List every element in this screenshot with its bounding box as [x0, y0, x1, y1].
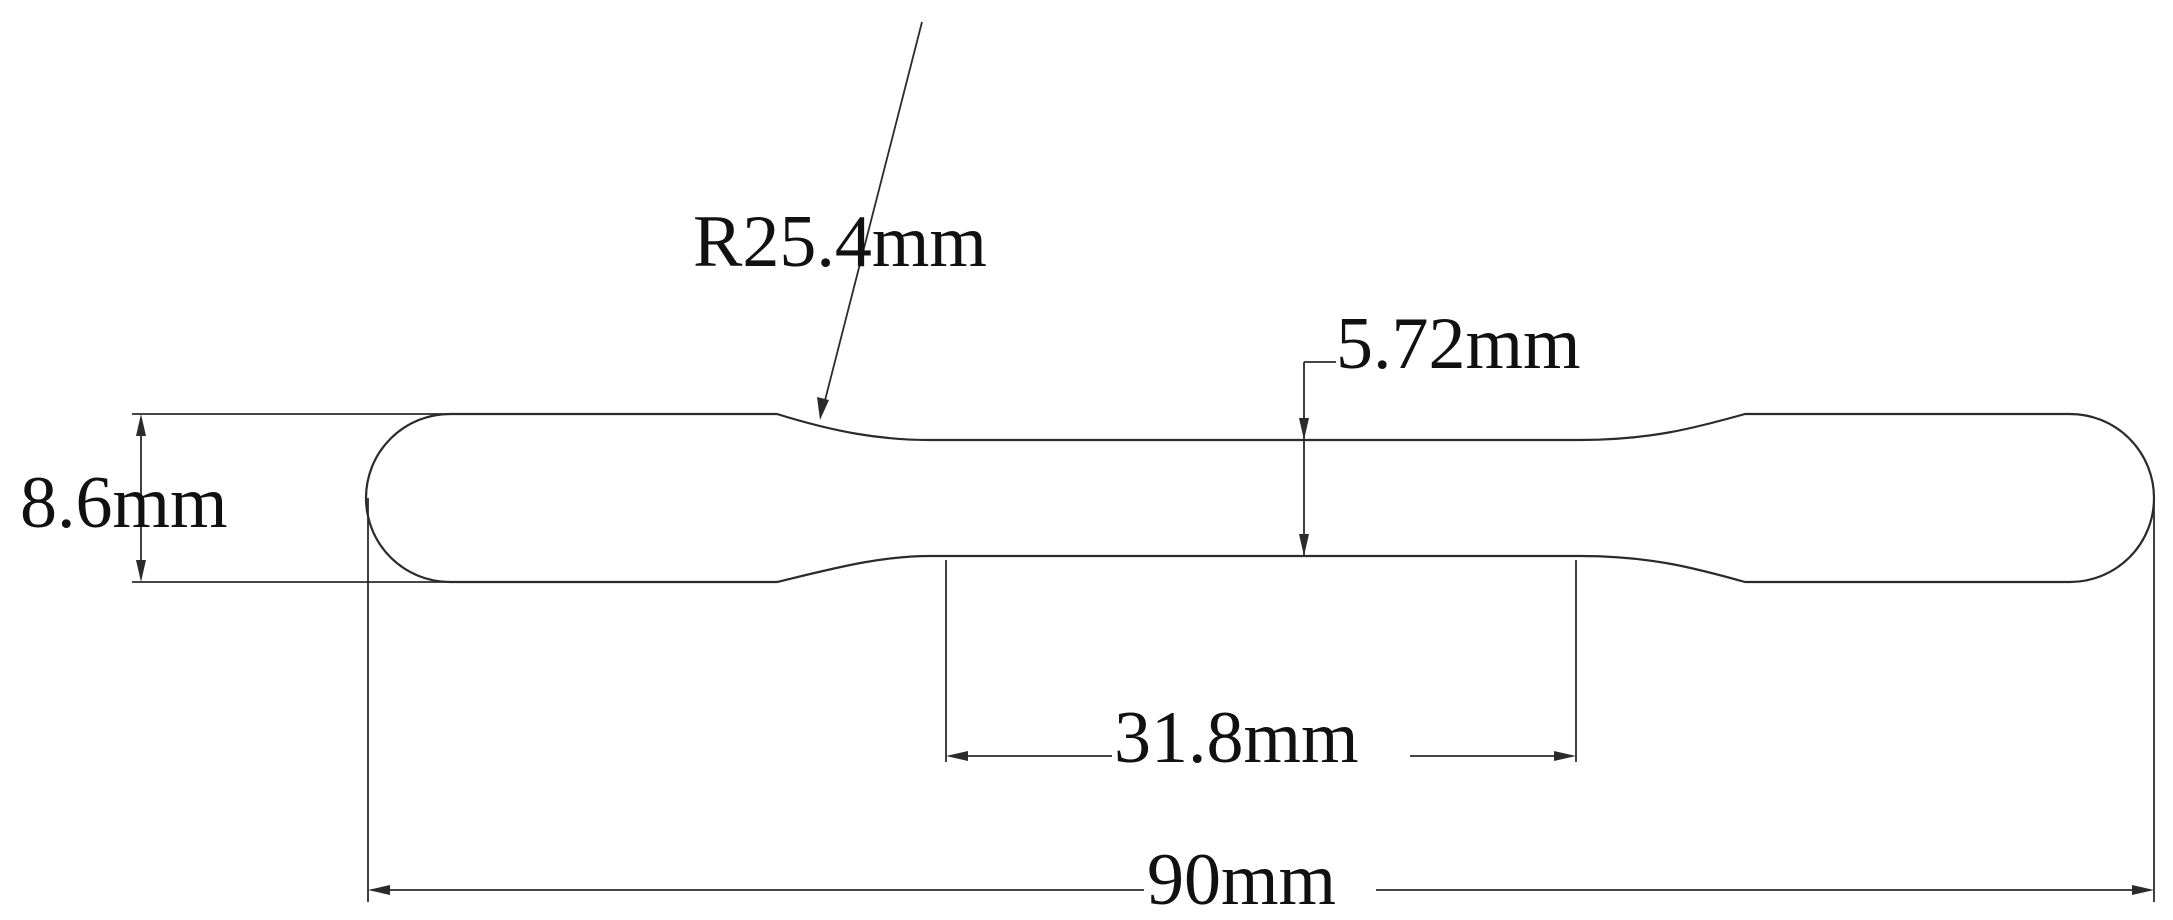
overall-length-label: 90mm: [1147, 839, 1336, 920]
overall-length-dimension: 90mm: [367, 498, 2155, 920]
specimen-profile: [364, 412, 2156, 584]
grip-width-arrow-bottom: [136, 560, 146, 582]
fillet-radius-label: R25.4mm: [693, 201, 987, 283]
gauge-length-dimension: 31.8mm: [945, 560, 1577, 779]
fillet-radius-leader: R25.4mm: [693, 21, 987, 420]
gauge-width-arrow-top: [1299, 418, 1309, 440]
radius-leader-arrow: [817, 397, 829, 420]
grip-width-dimension: 8.6mm: [20, 413, 450, 583]
overall-length-arrow-right: [2132, 885, 2154, 895]
gauge-width-dimension: 5.72mm: [1299, 303, 1581, 556]
gauge-width-label: 5.72mm: [1336, 303, 1581, 385]
grip-width-label: 8.6mm: [20, 462, 228, 544]
specimen-outline: [364, 412, 2156, 584]
gauge-width-arrow-bottom: [1299, 534, 1309, 556]
grip-width-arrow-top: [136, 414, 146, 436]
overall-length-arrow-left: [368, 885, 390, 895]
radius-leader-line: [821, 21, 923, 413]
gauge-length-arrow-right: [1554, 751, 1576, 761]
gauge-length-label: 31.8mm: [1114, 697, 1359, 779]
gauge-length-arrow-left: [946, 751, 968, 761]
